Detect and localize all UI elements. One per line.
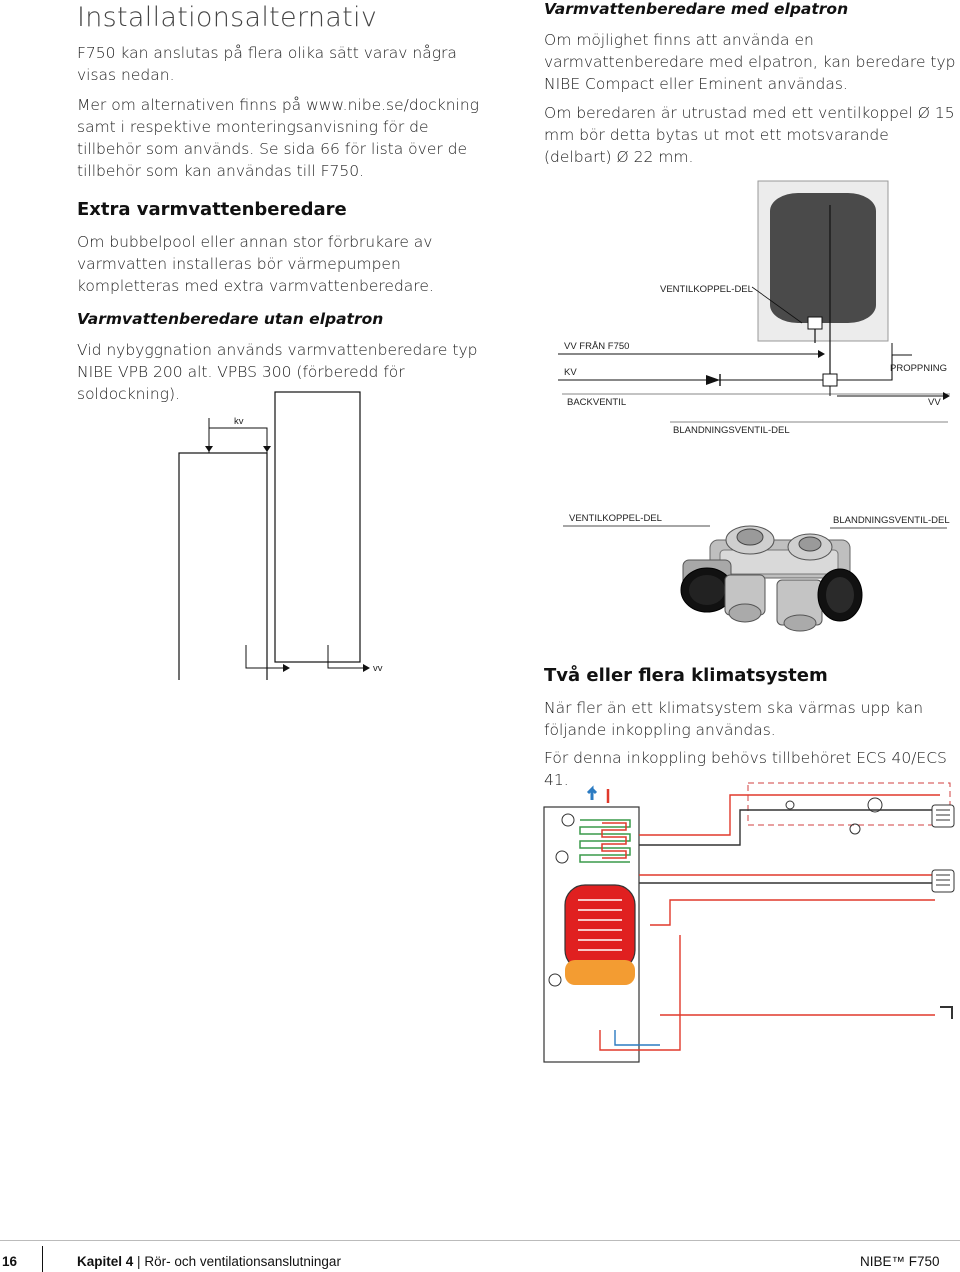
vv-label-right: VV: [928, 397, 941, 408]
vv-fran-label: VV FRÅN F750: [564, 341, 629, 352]
radiator-2: [931, 869, 955, 893]
photo-ventilkoppel-label: VENTILKOPPEL-DEL: [569, 513, 662, 524]
heater-tank-1: [178, 452, 268, 680]
footer-rule: [0, 1240, 960, 1241]
kv-label-right: KV: [564, 367, 577, 378]
hot-water-tank: [564, 884, 636, 971]
footer-brand: NIBE™ F750: [860, 1254, 940, 1269]
valve-assembly: [680, 525, 863, 632]
kv-label: kv: [234, 416, 244, 427]
elpatron-zone: [565, 960, 635, 985]
chapter-number: Kapitel 4: [77, 1254, 134, 1269]
extra-text: Om bubbelpool eller annan stor förbrukar…: [77, 233, 434, 295]
water-heater-diagram: kv vv: [178, 391, 383, 680]
med-elpatron-text-1: Om möjlighet finns att använda en varmva…: [544, 31, 956, 93]
heater-tank-2: [274, 391, 361, 663]
med-elpatron-heading: Varmvattenberedare med elpatron: [544, 0, 849, 18]
med-elpatron-text-2: Om beredaren är utrustad med ett ventilk…: [544, 104, 955, 166]
proppning-label: PROPPNING: [890, 363, 947, 374]
vv-label: vv: [373, 663, 383, 674]
mixing-valve-symbol: [822, 373, 838, 387]
chapter-title: Rör- och ventilationsanslutningar: [144, 1254, 341, 1269]
zone-box: [747, 782, 951, 826]
connect-pipe: [245, 645, 288, 669]
page-number: 16: [2, 1254, 18, 1269]
ventilkoppel-label: VENTILKOPPEL-DEL: [660, 284, 753, 295]
blandning-label: BLANDNINGSVENTIL-DEL: [673, 425, 790, 436]
klimat-text-1: När fler än ett klimatsystem ska värmas …: [544, 699, 924, 739]
fan-arrow-icon: [586, 785, 598, 800]
compact-heater-diagram: VENTILKOPPEL-DEL VV FRÅN F750 KV PROPPNI…: [558, 180, 950, 436]
backventil-symbol: [706, 375, 720, 385]
klimat-text-2: För denna inkoppling behövs tillbehöret …: [544, 749, 947, 789]
footer-chapter: Kapitel 4 | Rör- och ventilationsanslutn…: [77, 1254, 341, 1269]
heater-tank: [770, 193, 876, 323]
valve-photo: VENTILKOPPEL-DEL BLANDNINGSVENTIL-DEL: [563, 513, 950, 632]
backventil-label: BACKVENTIL: [567, 397, 626, 408]
climate-system-diagram: [543, 782, 955, 1063]
radiator-1: [931, 804, 955, 828]
vv-pipe: [327, 645, 368, 669]
kv-pipe: [208, 427, 268, 453]
extra-heading: Extra varmvattenberedare: [77, 199, 347, 220]
more-info-text: Mer om alternativen finns på www.nibe.se…: [77, 96, 479, 180]
footer-divider: [42, 1246, 43, 1272]
tap-icon: [940, 1006, 953, 1019]
utan-elpatron-text: Vid nybyggnation används varmvattenbered…: [77, 341, 478, 403]
page-title: Installationsalternativ: [77, 2, 378, 33]
klimat-heading: Två eller flera klimatsystem: [544, 665, 828, 686]
chapter-separator: |: [137, 1254, 141, 1269]
condenser-coil: [579, 819, 631, 863]
photo-blandning-label: BLANDNINGSVENTIL-DEL: [833, 515, 950, 526]
heating-coil: [601, 822, 627, 859]
utan-elpatron-heading: Varmvattenberedare utan elpatron: [77, 310, 384, 328]
intro-text: F750 kan anslutas på flera olika sätt va…: [77, 44, 457, 84]
